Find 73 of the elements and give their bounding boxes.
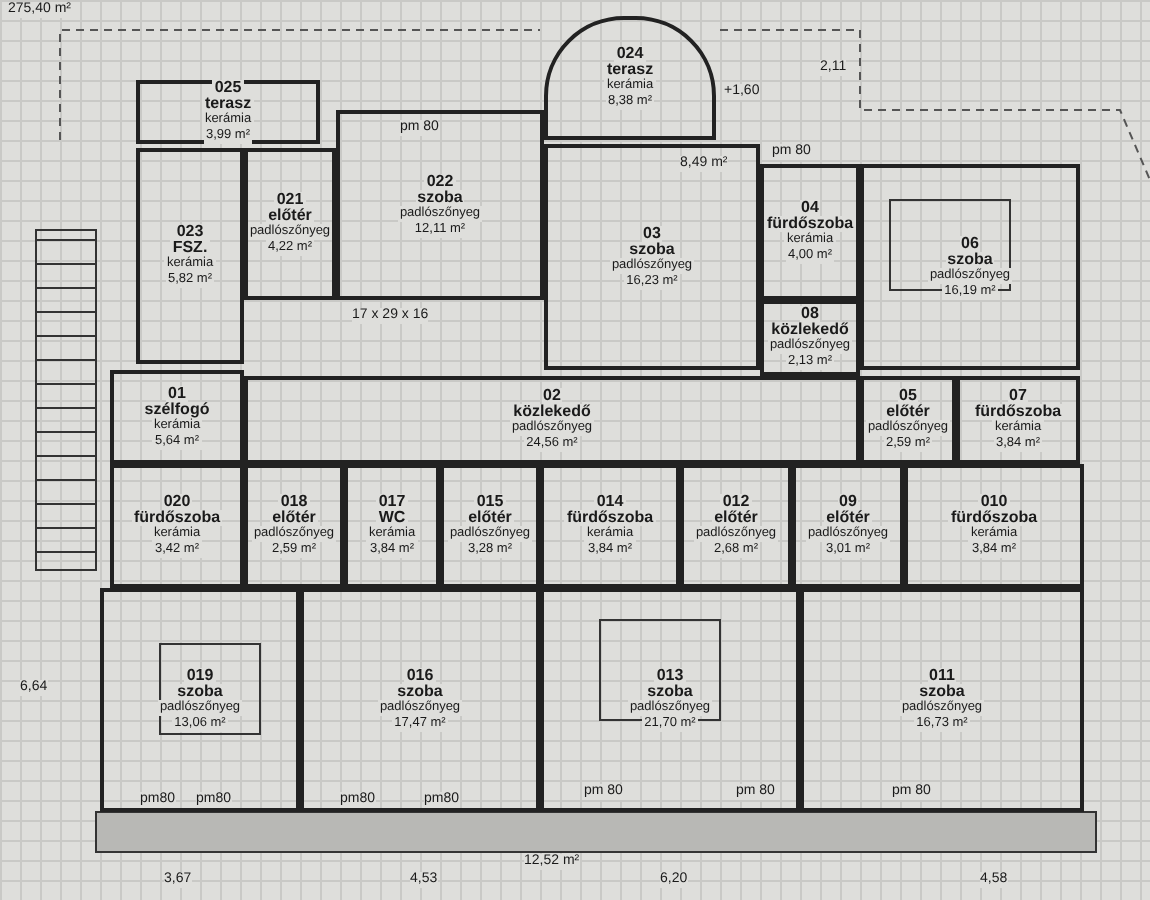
- room-outline: [336, 110, 544, 300]
- room-number: 017: [376, 494, 408, 510]
- room-name: fürdőszoba: [131, 510, 223, 526]
- room-name: FSZ.: [170, 240, 210, 256]
- room-number: 06: [959, 235, 981, 251]
- room-name: előtér: [712, 510, 760, 526]
- room-number: 024: [614, 46, 646, 62]
- room-outline: [540, 464, 680, 588]
- room-outline: [244, 148, 336, 300]
- room-name: fürdőszoba: [764, 216, 856, 232]
- room-outline: [800, 588, 1084, 812]
- room-outline: [244, 376, 860, 464]
- room-outline: [440, 464, 540, 588]
- room-name: közlekedő: [511, 404, 593, 420]
- room-number: 05: [897, 388, 919, 404]
- room-name: szoba: [415, 189, 465, 205]
- room-outline: [300, 588, 540, 812]
- room-number: 02: [541, 388, 563, 404]
- room-number: 08: [799, 306, 821, 322]
- room-number: 019: [184, 668, 216, 684]
- room-outline: [956, 376, 1080, 464]
- room-outline: [860, 376, 956, 464]
- room-number: 014: [594, 494, 626, 510]
- room-outline: [680, 464, 792, 588]
- room-outline: [136, 148, 244, 364]
- room-name: előtér: [266, 208, 314, 224]
- room-name: előtér: [270, 510, 318, 526]
- room-outline: [110, 370, 244, 464]
- room-number: 013: [654, 668, 686, 684]
- room-name: szoba: [917, 684, 967, 700]
- room-number: 04: [799, 200, 821, 216]
- room-number: 022: [424, 173, 456, 189]
- room-outline: [136, 80, 320, 144]
- room-number: 010: [978, 494, 1010, 510]
- room-outline: [760, 300, 860, 376]
- room-outline: [792, 464, 904, 588]
- room-number: 09: [837, 494, 859, 510]
- room-outline: [904, 464, 1084, 588]
- room-name: szélfogó: [142, 401, 212, 417]
- room-name: WC: [376, 510, 408, 526]
- room-number: 023: [174, 224, 206, 240]
- room-outline: [244, 464, 344, 588]
- room-number: 015: [474, 494, 506, 510]
- room-number: 018: [278, 494, 310, 510]
- room-number: 025: [212, 80, 244, 96]
- room-name: előtér: [824, 510, 872, 526]
- room-outline: [544, 16, 716, 140]
- room-name: előtér: [884, 404, 932, 420]
- room-name: terasz: [202, 96, 254, 112]
- room-name: fürdőszoba: [948, 510, 1040, 526]
- room-name: közlekedő: [769, 322, 851, 338]
- room-outline: [760, 164, 860, 300]
- room-name: szoba: [395, 684, 445, 700]
- room-outline: [860, 164, 1080, 370]
- room-number: 07: [1007, 388, 1029, 404]
- room-name: szoba: [175, 684, 225, 700]
- room-name: szoba: [945, 251, 995, 267]
- room-number: 021: [274, 192, 306, 208]
- room-name: szoba: [645, 684, 695, 700]
- room-number: 020: [161, 494, 193, 510]
- room-name: előtér: [466, 510, 514, 526]
- room-number: 03: [641, 225, 663, 241]
- room-outline: [544, 144, 760, 370]
- room-number: 016: [404, 668, 436, 684]
- room-name: szoba: [627, 241, 677, 257]
- room-name: terasz: [604, 62, 656, 78]
- room-outline: [110, 464, 244, 588]
- room-number: 012: [720, 494, 752, 510]
- room-number: 011: [927, 668, 957, 684]
- room-name: fürdőszoba: [564, 510, 656, 526]
- room-number: 01: [166, 385, 188, 401]
- room-outline: [344, 464, 440, 588]
- room-name: fürdőszoba: [972, 404, 1064, 420]
